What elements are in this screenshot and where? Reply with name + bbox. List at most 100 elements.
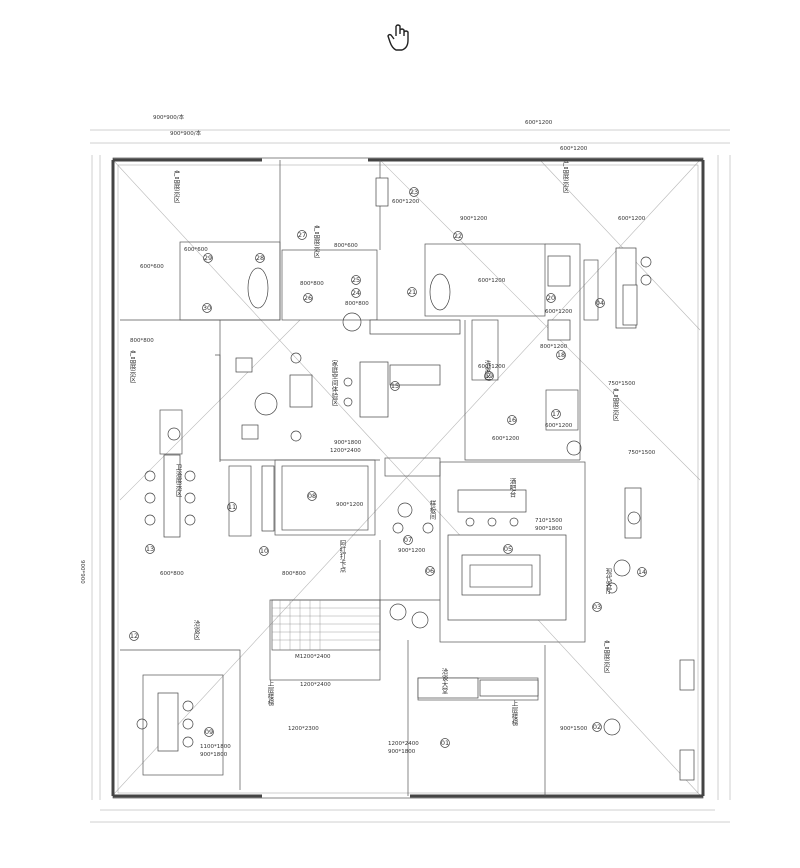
furniture xyxy=(136,177,695,781)
dim-label: 600*800 xyxy=(160,571,184,577)
room-number-10: 10 xyxy=(259,546,269,556)
svg-text:15: 15 xyxy=(391,382,399,390)
carpet xyxy=(461,554,541,596)
svg-text:14: 14 xyxy=(638,568,646,576)
room-number-12: 12 xyxy=(129,631,139,641)
dim-label: 600*600 xyxy=(184,247,208,253)
svg-text:11: 11 xyxy=(228,503,236,511)
room-number-24: 24 xyxy=(351,288,361,298)
dim-label: 600*1200 xyxy=(478,278,506,284)
svg-text:22: 22 xyxy=(454,232,462,240)
dim-label: M1200*2400 xyxy=(295,654,331,660)
svg-text:30: 30 xyxy=(203,304,211,312)
zone-label: 产品展示区 xyxy=(128,349,136,383)
room-number-06: 06 xyxy=(425,566,435,576)
dim-label: 1200*2300 xyxy=(288,726,319,732)
dim-label: 900*1200 xyxy=(336,502,364,508)
svg-text:05: 05 xyxy=(504,545,512,553)
zone-label: 洗漱区 xyxy=(483,359,491,380)
room-number-04: 04 xyxy=(595,298,605,308)
svg-text:28: 28 xyxy=(256,254,264,262)
zone-label: 卫浴展示区 xyxy=(174,464,182,497)
zone-label: 洽谈大堂 xyxy=(440,667,448,695)
dim-top-right-2: 600*1200 xyxy=(560,146,588,152)
room-number-07: 07 xyxy=(403,535,413,545)
room-number-01: 01 xyxy=(440,738,450,748)
dim-label: 900*1200 xyxy=(398,548,426,554)
room-number-27: 27 xyxy=(297,230,307,240)
room-number-14: 14 xyxy=(637,567,647,577)
svg-text:18: 18 xyxy=(557,351,565,359)
dim-label: 750*1500 xyxy=(608,381,636,387)
dim-top-left-1: 900*900/本 xyxy=(153,113,185,121)
svg-text:29: 29 xyxy=(204,254,212,262)
dim-left-vertical: 900*900 xyxy=(79,560,85,584)
room-number-29: 29 xyxy=(203,253,213,263)
dim-label: 600*1200 xyxy=(545,423,573,429)
zone-label: 家庭空间体验区 xyxy=(330,359,338,406)
svg-text:10: 10 xyxy=(260,547,268,555)
dim-label: 1100*1800 xyxy=(200,744,231,750)
room-numbers: 01 02 03 04 05 06 07 08 09 10 11 12 13 1… xyxy=(129,187,647,748)
svg-text:12: 12 xyxy=(130,632,138,640)
svg-text:27: 27 xyxy=(298,231,306,239)
dim-label: 710*1500 xyxy=(535,518,563,524)
svg-text:13: 13 xyxy=(146,545,154,553)
dim-label: 1200*2400 xyxy=(300,682,331,688)
svg-text:21: 21 xyxy=(408,288,416,296)
zone-label: 洽谈区 xyxy=(192,619,200,640)
construction-lines xyxy=(112,159,701,796)
svg-text:09: 09 xyxy=(205,728,213,736)
room-number-08: 08 xyxy=(307,491,317,501)
dim-label: 600*1200 xyxy=(618,216,646,222)
svg-text:20: 20 xyxy=(547,294,555,302)
zone-label: 上层楼梯 xyxy=(510,699,518,728)
dim-label: 1200*2400 xyxy=(330,448,361,454)
room-number-22: 22 xyxy=(453,231,463,241)
room-number-05: 05 xyxy=(503,544,513,554)
zone-label: 产品展示区 xyxy=(561,159,569,193)
dim-top-left-2: 900*900/本 xyxy=(170,129,202,137)
dim-label: 800*600 xyxy=(334,243,358,249)
svg-text:23: 23 xyxy=(410,188,418,196)
dim-label: 800*800 xyxy=(300,281,324,287)
dim-label: 600*1200 xyxy=(492,436,520,442)
dim-label: 1200*2400 xyxy=(388,741,419,747)
dim-label: 600*1200 xyxy=(545,309,573,315)
zone-label: 产品展示区 xyxy=(172,169,180,203)
svg-text:04: 04 xyxy=(596,299,604,307)
room-number-17: 17 xyxy=(551,409,561,419)
room-number-25: 25 xyxy=(351,275,361,285)
room-number-23: 23 xyxy=(409,187,419,197)
svg-text:19: 19 xyxy=(485,372,493,380)
room-number-18: 18 xyxy=(556,350,566,360)
dim-label: 600*1200 xyxy=(392,199,420,205)
svg-text:17: 17 xyxy=(552,410,560,418)
staircase xyxy=(271,599,381,651)
zone-label: 酒吧台 xyxy=(508,478,516,499)
svg-text:24: 24 xyxy=(352,289,360,297)
room-number-15: 15 xyxy=(390,381,400,391)
dim-label: 900*1800 xyxy=(388,749,416,755)
room-number-28: 28 xyxy=(255,253,265,263)
svg-text:06: 06 xyxy=(426,567,434,575)
zone-label: 现代客厅 xyxy=(604,568,612,595)
svg-text:25: 25 xyxy=(352,276,360,284)
dim-label: 600*1200 xyxy=(478,364,506,370)
dim-label: 900*1800 xyxy=(334,440,362,446)
dim-label: 900*1800 xyxy=(200,752,228,758)
room-number-19: 19 xyxy=(484,371,494,381)
room-number-02: 02 xyxy=(592,722,602,732)
dim-label: 750*1500 xyxy=(628,450,656,456)
zone-label: 产品展示区 xyxy=(602,639,610,673)
room-number-09: 09 xyxy=(204,727,214,737)
svg-text:02: 02 xyxy=(593,723,601,731)
dim-label: 800*800 xyxy=(130,338,154,344)
zone-label: 产品展示区 xyxy=(611,387,619,421)
room-number-21: 21 xyxy=(407,287,417,297)
dim-label: 900*1800 xyxy=(535,526,563,532)
dim-label: 800*1200 xyxy=(540,344,568,350)
svg-text:03: 03 xyxy=(593,603,601,611)
room-number-11: 11 xyxy=(227,502,237,512)
